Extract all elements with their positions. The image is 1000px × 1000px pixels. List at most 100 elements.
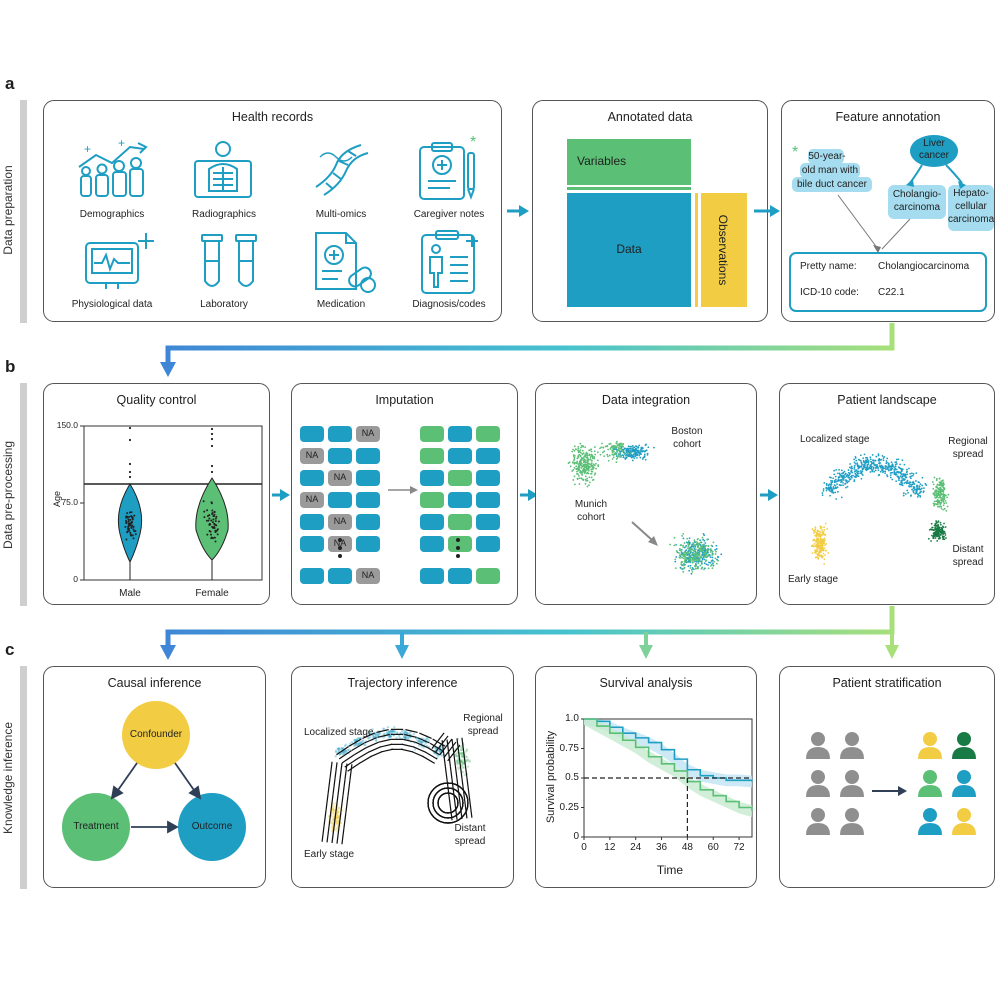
localized-stage-point bbox=[917, 481, 920, 483]
data-integration-panel: Data integration Boston cohort Munich co… bbox=[535, 383, 757, 605]
integrated-munich-point bbox=[698, 553, 701, 555]
localized-stage-point bbox=[835, 468, 838, 471]
localized-stage-point bbox=[901, 482, 903, 485]
boston-point bbox=[634, 453, 637, 455]
localized-stage-point bbox=[850, 470, 853, 473]
integrated-munich-point bbox=[696, 542, 698, 545]
localized-stage-point bbox=[841, 476, 844, 478]
localized-stage-point bbox=[830, 476, 832, 479]
munich-point bbox=[584, 454, 586, 456]
qc-outlier-point bbox=[128, 426, 132, 430]
munich-point bbox=[586, 477, 589, 480]
boston-point bbox=[627, 449, 630, 451]
munich-point bbox=[612, 446, 615, 449]
observations-block: Observations bbox=[701, 193, 747, 307]
munich-point bbox=[614, 447, 617, 450]
localized-stage-point bbox=[848, 478, 851, 481]
localized-stage-point bbox=[842, 479, 845, 481]
localized-stage-point bbox=[899, 475, 902, 477]
localized-stage-point bbox=[861, 468, 864, 471]
localized-stage-point bbox=[871, 459, 874, 462]
localized-stage-point bbox=[915, 480, 917, 482]
localized-stage-point bbox=[884, 472, 887, 475]
integrated-munich-point bbox=[678, 554, 681, 557]
munich-point bbox=[587, 458, 590, 461]
integrated-munich-point bbox=[678, 552, 680, 554]
integrated-munich-point bbox=[681, 554, 684, 556]
munich-point bbox=[579, 464, 582, 467]
localized-stage-point bbox=[893, 468, 896, 471]
integrated-boston-point bbox=[703, 534, 706, 537]
localized-stage-point bbox=[873, 459, 876, 462]
qc-male-point bbox=[126, 527, 129, 530]
munich-point bbox=[601, 451, 604, 454]
localized-stage-point bbox=[895, 480, 898, 483]
localized-stage-point bbox=[893, 466, 895, 468]
qc-female-point bbox=[208, 514, 211, 517]
qc-male-point bbox=[127, 522, 130, 525]
survival-ylabel: Survival probability bbox=[545, 730, 557, 824]
icd-code-value: C22.1 bbox=[878, 287, 905, 298]
qc-male-point bbox=[133, 514, 136, 517]
diagnosis-codes-label: Diagnosis/codes bbox=[412, 299, 486, 310]
imputation-grid bbox=[300, 426, 500, 584]
munich-point bbox=[611, 451, 614, 454]
localized-stage-point bbox=[859, 472, 862, 474]
imputation-imputed-cell bbox=[448, 470, 472, 486]
physiological-data-label: Physiological data bbox=[71, 299, 153, 310]
munich-point bbox=[577, 464, 580, 466]
hepato-line1: Hepato- bbox=[953, 188, 989, 199]
integrated-munich-point bbox=[679, 549, 682, 552]
trajectory-localized-point bbox=[350, 740, 354, 744]
localized-stage-point bbox=[897, 466, 900, 469]
localized-stage-point bbox=[891, 463, 894, 466]
integrated-boston-point bbox=[709, 556, 712, 559]
boston-point bbox=[623, 447, 626, 450]
munich-point bbox=[607, 455, 609, 458]
munich-point bbox=[587, 466, 590, 469]
early-stage-point bbox=[825, 542, 828, 545]
munich-point bbox=[581, 478, 584, 480]
localized-stage-point bbox=[868, 466, 871, 469]
localized-stage-point bbox=[829, 494, 831, 497]
localized-stage-point bbox=[910, 472, 913, 475]
qc-male-point bbox=[128, 515, 131, 518]
imputation-observed-cell bbox=[300, 536, 324, 552]
integrated-munich-point bbox=[687, 547, 689, 550]
liver-cancer-line1: Liver bbox=[923, 138, 945, 149]
integrated-munich-point bbox=[675, 549, 678, 552]
localized-stage-point bbox=[871, 470, 874, 473]
munich-point bbox=[584, 464, 587, 466]
qc-male-point bbox=[130, 526, 133, 529]
trajectory-stream-arrow bbox=[332, 778, 336, 795]
qc-female-point bbox=[211, 509, 214, 512]
integrated-munich-point bbox=[678, 547, 681, 550]
munich-point bbox=[589, 463, 591, 466]
integrated-munich-point bbox=[688, 556, 691, 559]
localized-stage-point bbox=[921, 484, 924, 487]
integrated-munich-point bbox=[700, 567, 703, 570]
localized-stage-point bbox=[876, 465, 879, 468]
localized-stage-point bbox=[848, 466, 851, 469]
localized-stage-point bbox=[833, 469, 836, 472]
qc-male-point bbox=[127, 520, 130, 523]
integrated-munich-point bbox=[700, 548, 703, 551]
trajectory-early-point bbox=[331, 807, 335, 811]
localized-stage-point bbox=[853, 464, 856, 467]
localized-stage-point bbox=[893, 470, 896, 473]
integrated-munich-point bbox=[705, 544, 708, 547]
munich-point bbox=[617, 447, 620, 449]
qc-female-point bbox=[216, 533, 219, 536]
localized-stage-point bbox=[837, 472, 839, 475]
munich-point bbox=[584, 475, 587, 478]
boston-point bbox=[637, 449, 640, 452]
integrated-munich-point bbox=[703, 568, 705, 571]
qc-male-point bbox=[127, 518, 130, 521]
imputation-observed-cell bbox=[476, 514, 500, 530]
munich-point bbox=[618, 442, 621, 445]
localized-stage-point bbox=[861, 463, 863, 466]
localized-stage-point bbox=[890, 469, 892, 471]
localized-stage-point bbox=[922, 487, 925, 490]
trajectory-stream-arrow bbox=[422, 755, 435, 764]
